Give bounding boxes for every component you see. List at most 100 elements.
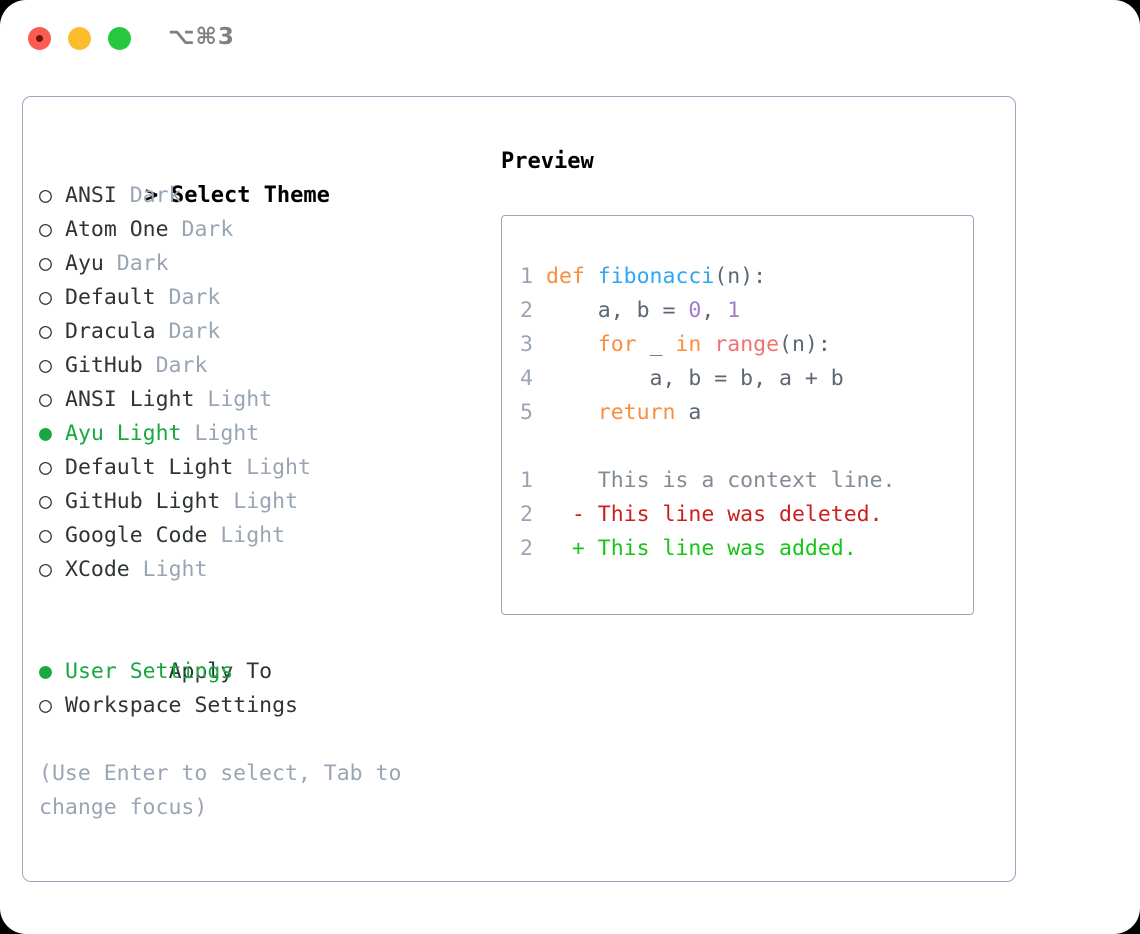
diff-line: 1 This is a context line.	[520, 464, 973, 498]
code-line: 3 for _ in range(n):	[520, 328, 973, 362]
theme-option-label: GitHub	[65, 353, 143, 378]
theme-option-label: Google Code	[65, 523, 208, 548]
code-token	[546, 400, 598, 425]
theme-option[interactable]: ○ Default Dark	[39, 281, 469, 315]
apply-to-option-label: Workspace Settings	[65, 693, 298, 718]
radio-selected-icon: ●	[39, 421, 52, 446]
diff-sign: -	[546, 502, 585, 527]
maximize-button[interactable]	[108, 27, 131, 50]
code-token: a, b =	[546, 298, 689, 323]
theme-option-label: Default Light	[65, 455, 234, 480]
theme-option[interactable]: ○Default Light Light	[39, 451, 469, 485]
line-number: 1	[520, 468, 533, 493]
diff-line: 2 - This line was deleted.	[520, 498, 973, 532]
theme-option[interactable]: ○ ANSI Dark	[39, 179, 469, 213]
radio-unselected-icon: ○	[39, 319, 52, 344]
preview-title: Preview	[501, 149, 594, 174]
code-token: a, b = b, a + b	[546, 366, 844, 391]
code-token: ,	[701, 298, 728, 323]
theme-list: ○ANSI Dark○Atom One Dark○Ayu Dark○Defaul…	[39, 179, 469, 587]
code-line: 4 a, b = b, a + b	[520, 362, 973, 396]
code-line: 1 def fibonacci(n):	[520, 260, 973, 294]
theme-option-variant: Light	[207, 523, 286, 548]
theme-option-label: ANSI Light	[65, 387, 195, 412]
minimize-button[interactable]	[68, 27, 91, 50]
keyboard-hint: (Use Enter to select, Tab to change focu…	[39, 761, 402, 820]
theme-option[interactable]: ● Ayu Light Light	[39, 417, 469, 451]
apply-to-list: ●User Settings ○ Workspace Settings	[39, 655, 469, 723]
theme-option-variant: Dark	[155, 319, 221, 344]
code-token: return	[597, 400, 676, 425]
diff-sign: +	[546, 536, 585, 561]
apply-to-heading-label: Apply To	[168, 659, 273, 684]
line-number: 4	[520, 366, 533, 391]
diff-text: This line was added.	[584, 536, 857, 561]
close-button[interactable]	[28, 27, 51, 50]
line-number: 3	[520, 332, 533, 357]
line-number: 2	[520, 298, 533, 323]
theme-option-variant: Dark	[116, 183, 182, 208]
theme-option-label: Dracula	[65, 319, 156, 344]
theme-option[interactable]: ○Atom One Dark	[39, 213, 469, 247]
code-line: 2 a, b = 0, 1	[520, 294, 973, 328]
theme-option[interactable]: ○ GitHub Dark	[39, 349, 469, 383]
apply-to-heading: Apply To	[39, 621, 469, 684]
theme-option-label: ANSI	[65, 183, 117, 208]
code-token: (n):	[714, 264, 767, 289]
select-theme-heading: >Select Theme	[39, 145, 469, 208]
radio-unselected-icon: ○	[39, 251, 52, 276]
apply-to-option[interactable]: ○ Workspace Settings	[39, 689, 469, 723]
theme-option[interactable]: ○XCode Light	[39, 553, 469, 587]
code-token: def	[546, 264, 598, 289]
code-token: 1	[727, 298, 741, 323]
line-number: 1	[520, 264, 533, 289]
radio-unselected-icon: ○	[39, 523, 52, 548]
theme-option[interactable]: ○GitHub Light Light	[39, 485, 469, 519]
theme-option[interactable]: ○ Dracula Dark	[39, 315, 469, 349]
code-line: 5 return a	[520, 396, 973, 430]
theme-option[interactable]: ○ Google Code Light	[39, 519, 469, 553]
line-number: 2	[520, 502, 533, 527]
code-token: 0	[688, 298, 702, 323]
diff-line: 2 + This line was added.	[520, 532, 973, 566]
radio-unselected-icon: ○	[39, 387, 52, 412]
theme-selection-column: >Select Theme ○ANSI Dark○Atom One Dark○A…	[39, 145, 469, 825]
diff-text: This line was deleted.	[584, 502, 883, 527]
theme-option-label: Atom One	[65, 217, 169, 242]
theme-option-label: XCode	[65, 557, 130, 582]
theme-option-variant: Dark	[142, 353, 208, 378]
theme-option-variant: Light	[220, 489, 299, 514]
apply-to-option[interactable]: ●User Settings	[39, 655, 469, 689]
theme-option-variant: Dark	[168, 217, 234, 242]
theme-option-variant: Light	[233, 455, 311, 480]
theme-option-label: Ayu Light	[65, 421, 182, 446]
code-diff-gap	[520, 430, 973, 464]
list-spacer	[39, 587, 469, 621]
radio-unselected-icon: ○	[39, 353, 52, 378]
theme-option[interactable]: ○Ayu Dark	[39, 247, 469, 281]
radio-unselected-icon: ○	[39, 285, 52, 310]
theme-option-variant: Dark	[103, 251, 169, 276]
theme-option-variant: Dark	[155, 285, 221, 310]
code-token	[701, 332, 714, 357]
diff-sign	[546, 468, 585, 493]
main-panel: >Select Theme ○ANSI Dark○Atom One Dark○A…	[22, 96, 1016, 882]
code-token: fibonacci	[597, 264, 715, 289]
theme-option-variant: Light	[181, 421, 260, 446]
theme-option-variant: Light	[194, 387, 273, 412]
radio-unselected-icon: ○	[39, 183, 52, 208]
theme-option[interactable]: ○ ANSI Light Light	[39, 383, 469, 417]
diff-sample: 1 This is a context line.2 - This line w…	[520, 464, 973, 566]
code-token: a	[675, 400, 702, 425]
code-token: in	[675, 332, 702, 357]
title-bar: ⌥⌘3	[0, 0, 1140, 76]
apply-to-option-label: User Settings	[65, 659, 234, 684]
theme-option-label: GitHub Light	[65, 489, 221, 514]
theme-option-label: Default	[65, 285, 156, 310]
radio-unselected-icon: ○	[39, 693, 52, 718]
code-token: _	[636, 332, 676, 357]
